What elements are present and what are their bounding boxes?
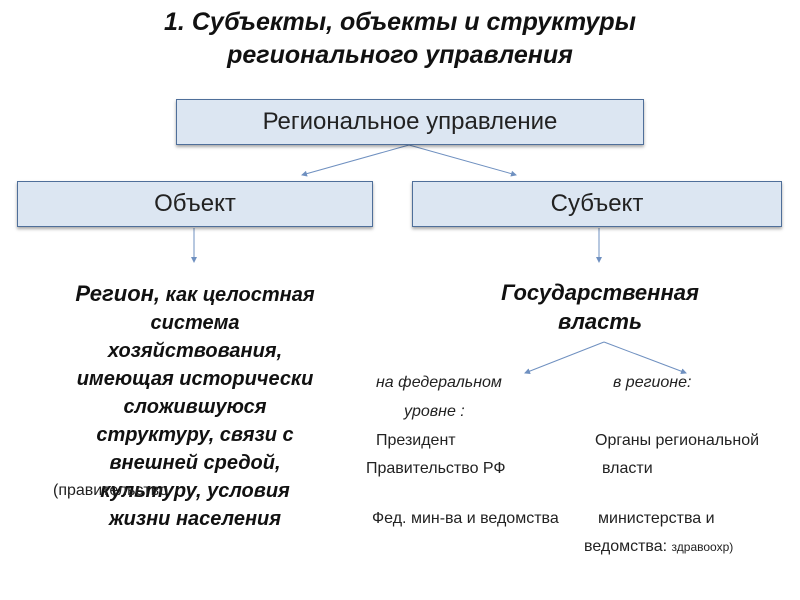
object-desc-line-9: жизни населения — [108, 508, 282, 530]
regional-item-organs: Органы региональной — [595, 432, 760, 449]
object-description: Регион, как целостная система хозяйствов… — [40, 280, 350, 533]
regional-heading: в регионе: — [613, 374, 692, 391]
regional-item-agencies-suffix: здравоохр) — [671, 540, 734, 554]
connector-gov-to-federal — [524, 341, 605, 374]
subject-desc-line-1: Государственная — [501, 280, 699, 305]
page-title: 1. Субъекты, объекты и структуры региона… — [0, 6, 800, 72]
subject-description: Государственная власть — [450, 278, 750, 336]
object-desc-line-1: Регион, как целостная — [75, 281, 315, 306]
federal-heading-1: на федеральном — [376, 374, 502, 391]
regional-item-ministries: министерства и — [598, 510, 715, 527]
box-regional-management: Региональное управление — [176, 99, 644, 145]
object-desc-lead: Регион, — [75, 281, 161, 306]
federal-item-ministries: Фед. мин-ва и ведомства — [372, 510, 559, 527]
subject-desc-line-2: власть — [557, 309, 643, 334]
federal-item-government: Правительство РФ — [366, 460, 506, 477]
regional-item-power: власти — [602, 460, 653, 477]
object-desc-line-5: сложившуюся — [123, 396, 267, 418]
connector-root-to-subject — [408, 144, 517, 177]
object-desc-line-2: система — [150, 312, 240, 334]
title-line-2: регионального управления — [227, 41, 573, 69]
federal-item-president: Президент — [376, 432, 456, 449]
object-desc-line-6: структуру, связи с — [96, 424, 294, 446]
title-line-1: 1. Субъекты, объекты и структуры — [164, 8, 636, 36]
object-desc-line-3: хозяйствования, — [107, 340, 283, 362]
box-regional-management-label: Региональное управление — [262, 108, 558, 135]
box-object: Объект — [17, 181, 373, 227]
box-subject-label: Субъект — [550, 190, 644, 217]
object-desc-line-8: культуру, условия — [100, 480, 290, 502]
box-object-label: Объект — [154, 190, 236, 217]
box-subject: Субъект — [412, 181, 782, 227]
object-desc-line-4: имеющая исторически — [76, 368, 314, 390]
federal-heading-2: уровне : — [404, 403, 465, 420]
object-note: (правительство — [53, 482, 168, 499]
object-desc-line-7: внешней средой, — [109, 452, 281, 474]
connector-gov-to-regional — [603, 341, 687, 375]
regional-item-agencies: ведомства: здравоохр) — [584, 538, 734, 555]
connector-root-to-object — [301, 144, 410, 177]
